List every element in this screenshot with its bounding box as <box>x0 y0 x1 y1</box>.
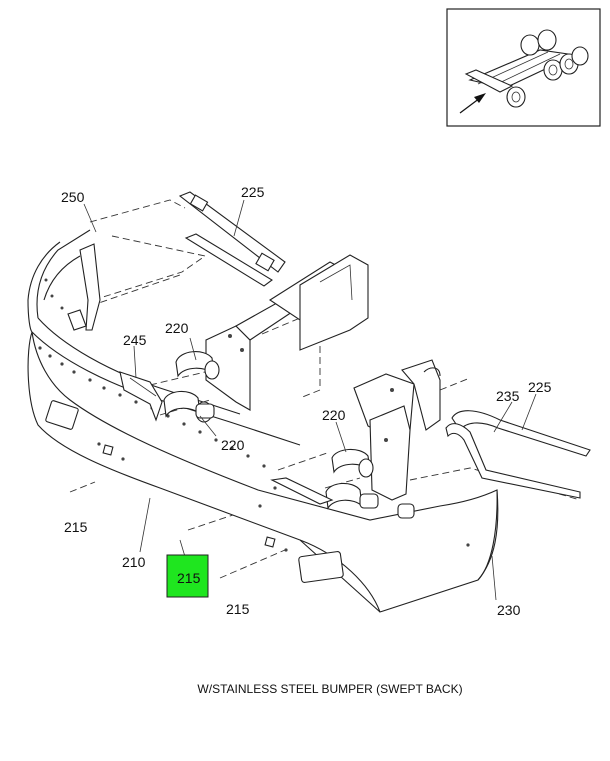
callout-230[interactable]: 230 <box>497 602 521 618</box>
right-brace <box>445 423 581 499</box>
callout-220-right[interactable]: 220 <box>322 407 346 423</box>
diagram-caption: W/STAINLESS STEEL BUMPER (SWEPT BACK) <box>197 682 462 696</box>
callout-250[interactable]: 250 <box>61 189 85 205</box>
right-brace-rod <box>451 410 591 457</box>
callout-235[interactable]: 235 <box>496 388 520 404</box>
callout-210[interactable]: 210 <box>122 554 146 570</box>
callout-215-left[interactable]: 215 <box>64 519 88 535</box>
callout-215-bottom[interactable]: 215 <box>226 601 250 617</box>
callout-215-highlighted[interactable]: 215 <box>177 570 201 586</box>
callout-225-top[interactable]: 225 <box>241 184 265 200</box>
right-filler-strip <box>270 477 334 505</box>
isolator-right-lower <box>325 482 415 519</box>
bumper-shell <box>27 229 499 613</box>
callout-highlight-box[interactable] <box>166 554 209 598</box>
upper-brace <box>178 191 286 287</box>
callout-220-upper-left[interactable]: 220 <box>165 320 189 336</box>
locator-arrow-icon <box>459 93 486 114</box>
callout-220-lower-left[interactable]: 220 <box>221 437 245 453</box>
locator-inset <box>446 8 601 127</box>
isolator-left-lower <box>163 390 215 423</box>
right-mount-bracket <box>353 359 441 501</box>
isolator-left-upper <box>175 351 220 380</box>
filler-strip <box>119 371 163 422</box>
callout-245[interactable]: 245 <box>123 332 147 348</box>
callout-225-right[interactable]: 225 <box>528 379 552 395</box>
isolator-right-upper <box>331 448 374 478</box>
truck-locator-icon <box>464 29 589 108</box>
left-mount-bracket <box>205 254 369 411</box>
left-end-bracket <box>67 243 101 331</box>
